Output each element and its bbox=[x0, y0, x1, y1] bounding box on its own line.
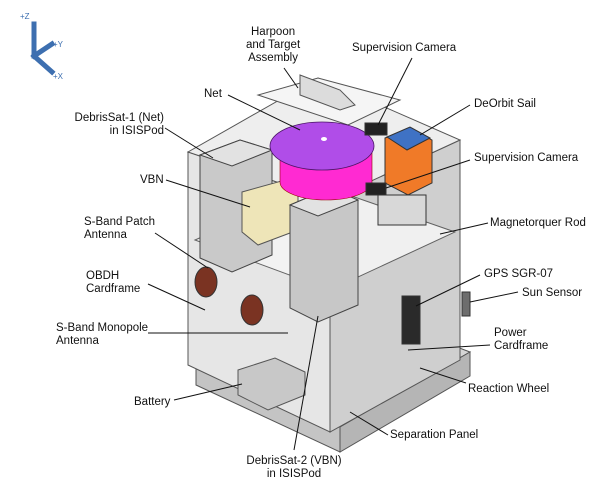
supervision-camera-top-body bbox=[364, 122, 388, 136]
label-sband-patch-line1: S-Band Patch bbox=[84, 216, 155, 228]
label-obdh: OBDH Cardframe bbox=[86, 270, 140, 296]
deorbit-sail-box bbox=[385, 126, 432, 151]
leader-lines bbox=[147, 57, 519, 451]
sband-patch-antenna-2 bbox=[240, 294, 264, 326]
label-obdh-line1: OBDH bbox=[86, 270, 120, 282]
label-vbn: VBN bbox=[140, 174, 164, 186]
net-leader bbox=[227, 94, 301, 131]
magnetorquer-leader bbox=[439, 222, 489, 235]
separation-panel-leader bbox=[349, 411, 389, 436]
label-sband-patch: S-Band Patch Antenna bbox=[84, 216, 155, 242]
label-magnetorquer: Magnetorquer Rod bbox=[490, 217, 586, 229]
harpoon-leader bbox=[283, 67, 299, 89]
y-axis-arrow bbox=[30, 40, 56, 60]
gps-antenna bbox=[401, 295, 421, 345]
sun-sensor-leader bbox=[469, 291, 519, 303]
label-supervision-camera-top: Supervision Camera bbox=[352, 42, 457, 54]
deorbit-sail-leader bbox=[419, 104, 471, 136]
label-sun-sensor: Sun Sensor bbox=[522, 287, 583, 299]
label-net: Net bbox=[204, 88, 222, 100]
debrissat1-leader bbox=[164, 127, 214, 159]
label-harpoon-line1: Harpoon bbox=[251, 26, 296, 38]
obdh-leader bbox=[147, 283, 206, 311]
label-debrissat2: DebrisSat-2 (VBN) in ISISPod bbox=[238, 455, 350, 481]
label-power-line2: Cardframe bbox=[494, 340, 549, 352]
camera-sail-assembly bbox=[364, 122, 433, 226]
battery-pack bbox=[237, 357, 306, 411]
label-harpoon-line2: and Target bbox=[246, 39, 301, 51]
y-axis-label: +Y bbox=[53, 40, 64, 49]
x-axis-label: +X bbox=[53, 72, 64, 81]
label-battery: Battery bbox=[134, 396, 171, 408]
supervision-camera-mid-leader bbox=[385, 159, 471, 189]
label-debrissat1: DebrisSat-1 (Net) in ISISPod bbox=[74, 112, 164, 138]
label-gps: GPS SGR-07 bbox=[484, 268, 554, 280]
sband-patch-antennas bbox=[194, 266, 264, 326]
sband-patch-leader bbox=[154, 232, 209, 269]
reaction-wheel-leader bbox=[419, 367, 467, 384]
harpoon-block bbox=[299, 74, 356, 111]
supervision-camera-mid-body bbox=[365, 182, 387, 196]
label-harpoon-line3: Assembly bbox=[248, 52, 298, 64]
net-cap bbox=[321, 137, 327, 141]
battery-leader bbox=[173, 383, 243, 401]
power-leader bbox=[407, 344, 491, 351]
net-disc bbox=[269, 121, 375, 171]
label-debrissat1-line1: DebrisSat-1 (Net) bbox=[74, 112, 164, 124]
label-power-line1: Power bbox=[494, 327, 527, 339]
mechanism-frame bbox=[377, 194, 427, 226]
x-axis-arrow bbox=[30, 52, 56, 76]
battery-body bbox=[237, 357, 306, 411]
sband-patch-antenna-1 bbox=[194, 266, 218, 298]
label-reaction-wheel: Reaction Wheel bbox=[468, 383, 550, 395]
label-debrissat2-line1: DebrisSat-2 (VBN) bbox=[246, 455, 342, 467]
label-sband-monopole-line2: Antenna bbox=[56, 335, 99, 347]
label-debrissat1-line2: in ISISPod bbox=[109, 125, 164, 137]
label-debrissat2-line2: in ISISPod bbox=[266, 468, 322, 480]
label-harpoon: Harpoon and Target Assembly bbox=[246, 26, 300, 65]
label-power: Power Cardframe bbox=[494, 327, 548, 353]
gps-unit bbox=[401, 291, 471, 345]
supervision-camera-top-leader bbox=[377, 57, 413, 126]
vbn-leader bbox=[165, 179, 251, 208]
debrissat2-leader bbox=[293, 315, 319, 451]
label-supervision-camera-mid: Supervision Camera bbox=[474, 152, 579, 164]
net-canister bbox=[269, 121, 375, 201]
label-sband-monopole: S-Band Monopole Antenna bbox=[56, 322, 148, 348]
sun-sensor-body bbox=[461, 291, 471, 317]
label-separation-panel: Separation Panel bbox=[390, 429, 479, 441]
axis-triad bbox=[30, 21, 56, 76]
label-sband-patch-line2: Antenna bbox=[84, 229, 127, 241]
label-sband-monopole-line1: S-Band Monopole bbox=[56, 322, 149, 334]
label-obdh-line2: Cardframe bbox=[86, 283, 141, 295]
gps-leader bbox=[415, 274, 481, 307]
label-deorbit-sail: DeOrbit Sail bbox=[474, 98, 536, 110]
z-axis-label: +Z bbox=[20, 12, 30, 21]
debrissat2-pod bbox=[288, 187, 360, 323]
